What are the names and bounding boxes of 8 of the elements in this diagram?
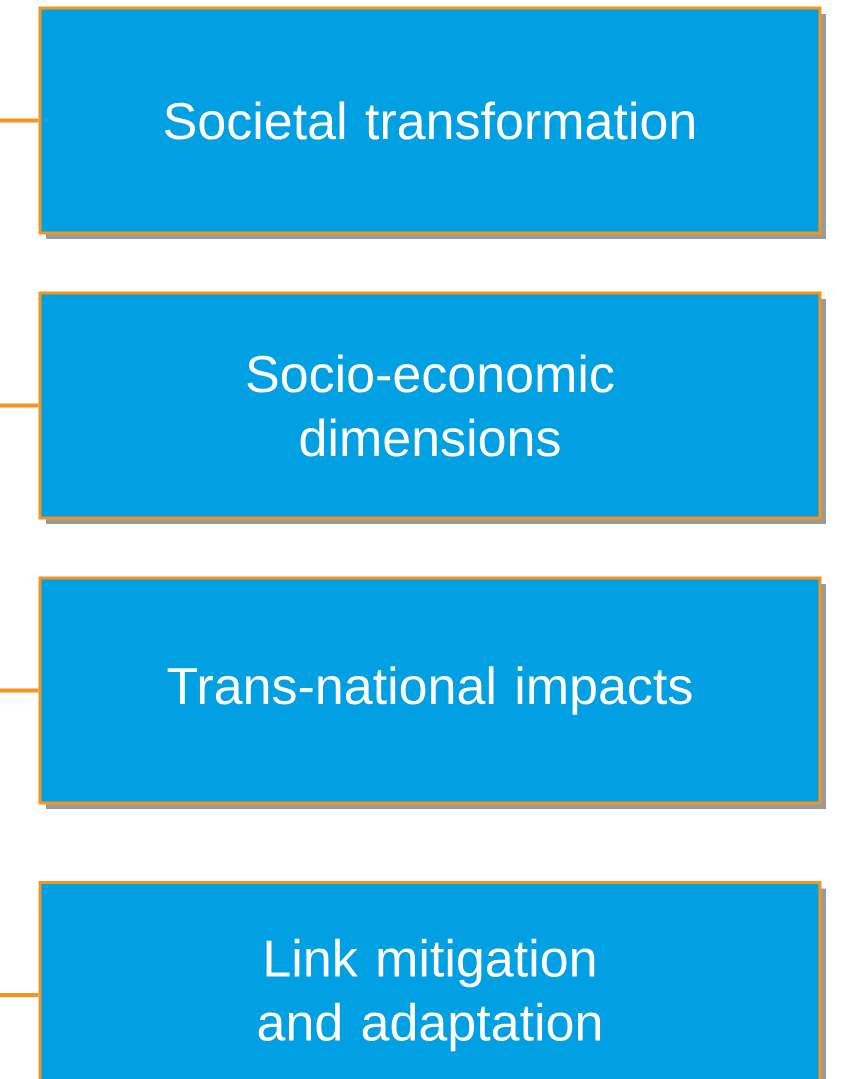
connector-line [0, 688, 39, 693]
connector-line [0, 993, 39, 997]
process-box: Trans-national impacts [38, 576, 826, 809]
process-box: Societal transformation [38, 6, 826, 239]
connector-line [0, 403, 39, 408]
connector-line [0, 118, 39, 123]
process-box: Link mitigation and adaptation [38, 881, 826, 1079]
process-box: Socio-economic dimensions [38, 291, 826, 524]
